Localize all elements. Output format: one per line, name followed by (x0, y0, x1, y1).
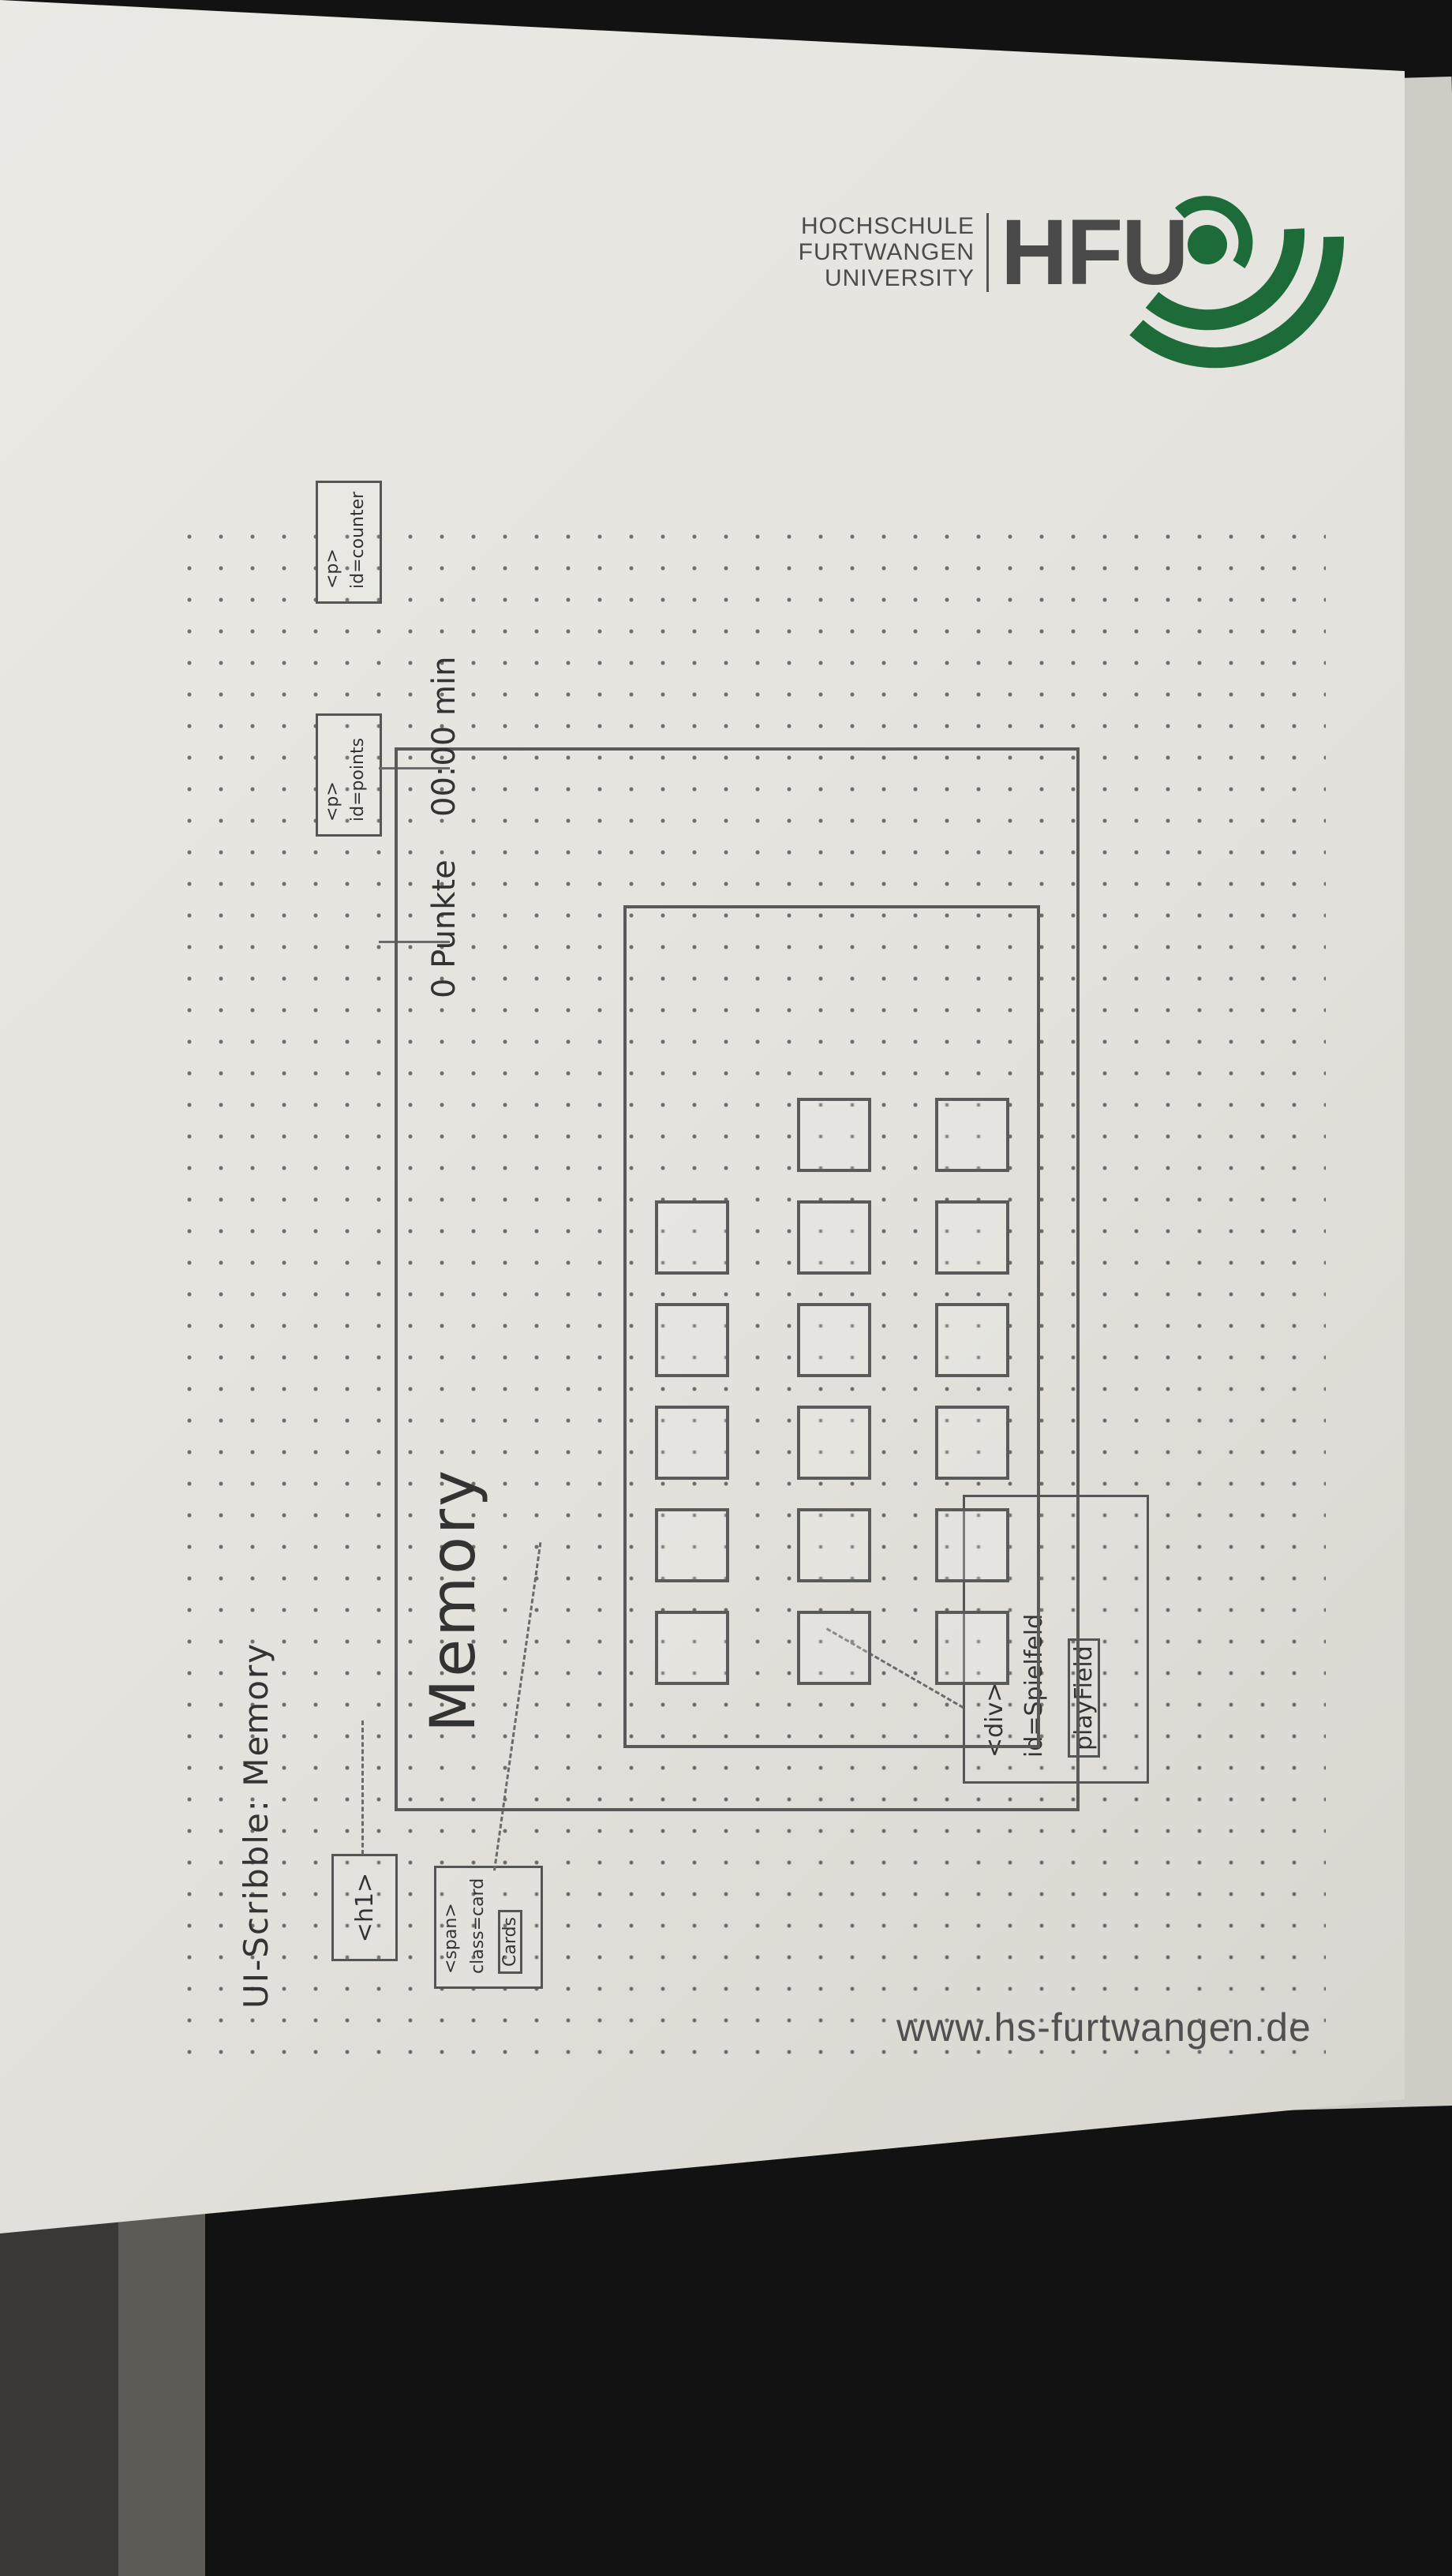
memory-card[interactable] (797, 1611, 871, 1685)
memory-card[interactable] (655, 1406, 729, 1480)
memory-card[interactable] (655, 1611, 729, 1685)
paper-sheet: HOCHSCHULE FURTWANGEN UNIVERSITY HFU UI-… (0, 0, 1405, 2233)
counter-tag-label: <p> (323, 549, 342, 589)
memory-card[interactable] (935, 1098, 1009, 1172)
card-annotation: <span> class=card Cards (434, 1866, 543, 1989)
memory-card[interactable] (935, 1508, 1009, 1582)
memory-card[interactable] (797, 1406, 871, 1480)
memory-card[interactable] (797, 1303, 871, 1377)
counter-id-label: id=counter (348, 491, 368, 589)
memory-card[interactable] (655, 1200, 729, 1275)
card-ident-label: Cards (498, 1910, 522, 1974)
card-class-label: class=card (468, 1878, 488, 1974)
points-annotation: <p> id=points (316, 713, 382, 837)
university-name-line-2: FURTWANGEN (798, 239, 975, 265)
memory-card[interactable] (655, 1508, 729, 1582)
logo-emblem-icon (1129, 196, 1345, 369)
university-name: HOCHSCHULE FURTWANGEN UNIVERSITY (789, 213, 975, 291)
university-logo: HOCHSCHULE FURTWANGEN UNIVERSITY HFU (789, 189, 1357, 379)
university-name-line-3: UNIVERSITY (824, 265, 975, 291)
h1-connector-line (361, 1720, 364, 1855)
dot-grid-background (174, 521, 1326, 2068)
points-display: 0 Punkte (426, 859, 462, 998)
logo-divider (986, 213, 989, 292)
points-id-label: id=points (348, 737, 368, 822)
sketch-canvas: UI-Scribble: Memory <h1> <span> class=ca… (182, 481, 1318, 2064)
memory-card[interactable] (935, 1200, 1009, 1275)
counter-annotation: <p> id=counter (316, 481, 382, 604)
university-name-line-1: HOCHSCHULE (800, 213, 975, 239)
scribble-title: UI-Scribble: Memory (237, 1642, 275, 2009)
timer-display: 00:00 min (426, 656, 462, 817)
points-tag-label: <p> (323, 781, 342, 822)
h1-tag-label: <h1> (350, 1872, 379, 1943)
memory-card[interactable] (797, 1098, 871, 1172)
ui-scribble-sketch: UI-Scribble: Memory <h1> <span> class=ca… (182, 481, 1318, 2064)
memory-card[interactable] (797, 1200, 871, 1275)
memory-card[interactable] (797, 1508, 871, 1582)
footer-url: www.hs-furtwangen.de (896, 2005, 1312, 2050)
memory-card[interactable] (935, 1406, 1009, 1480)
card-tag-label: <span> (441, 1903, 461, 1974)
h1-annotation: <h1> (331, 1854, 398, 1961)
memory-card[interactable] (935, 1611, 1009, 1685)
memory-card[interactable] (935, 1303, 1009, 1377)
page-heading: Memory (418, 1467, 489, 1732)
logo-wordmark: HFU (1001, 200, 1189, 305)
desk-background-shadow (0, 2210, 118, 2576)
memory-card[interactable] (655, 1303, 729, 1377)
